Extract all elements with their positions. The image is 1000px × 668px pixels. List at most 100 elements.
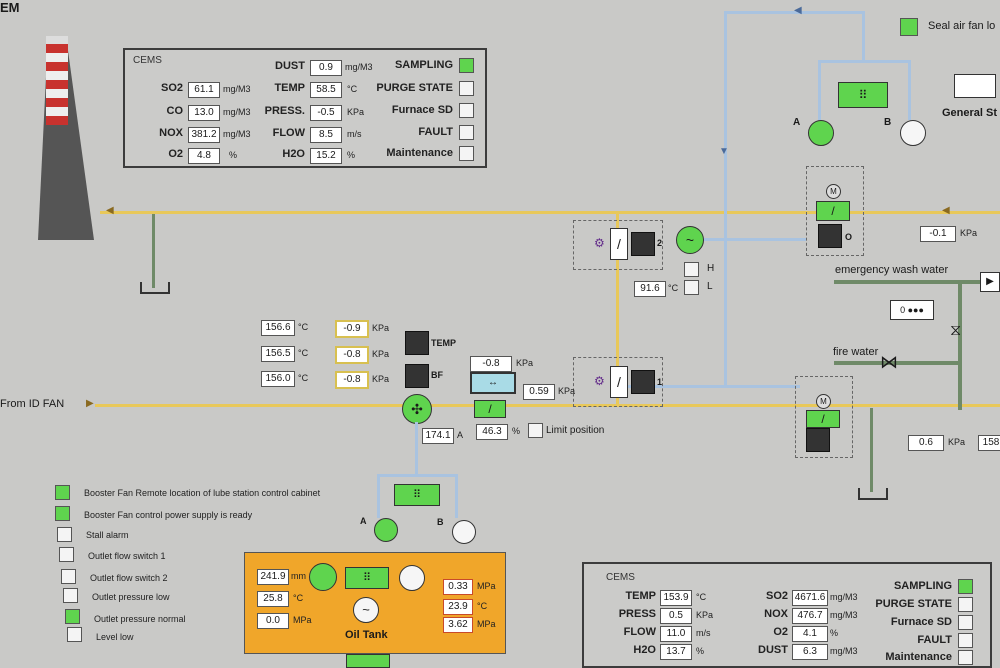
oil-r2-value: 23.9	[443, 599, 473, 615]
status-stall-indicator	[57, 527, 72, 542]
seal-heater-icon[interactable]: ~	[676, 226, 704, 254]
cems-top-so2-value: 61.1	[188, 82, 220, 98]
cems-top-maint-indicator	[459, 146, 474, 161]
hx-press-value: -0.8	[470, 356, 512, 372]
diff-press-unit: KPa	[558, 386, 576, 396]
arrow-down-icon: ▼	[719, 146, 729, 157]
wash-arrow-icon: ▶	[980, 272, 1000, 292]
status-flow1-indicator	[59, 547, 74, 562]
cems-top-nox-unit: mg/M3	[223, 129, 251, 139]
cems-bottom-so2-value: 4671.6	[792, 590, 828, 606]
cems-bottom-nox-label: NOX	[764, 608, 788, 620]
cems-top-furnace-indicator	[459, 103, 474, 118]
cems-top-o2-label: O2	[168, 148, 183, 160]
cems-bottom-o2-unit: %	[830, 628, 839, 638]
oil-controller[interactable]: ⠿	[345, 567, 389, 589]
seal-air-pipe-lower-branch	[620, 385, 800, 388]
cems-top-dust-value: 0.9	[310, 60, 342, 76]
damper-right-lower-icon[interactable]: /	[806, 410, 840, 428]
status-level-low-label: Level low	[96, 632, 134, 642]
status-press-low-label: Outlet pressure low	[92, 592, 170, 602]
lube-controller[interactable]: ⠿	[394, 484, 440, 506]
damper-o-frame	[806, 166, 864, 256]
status-remote-label: Booster Fan Remote location of lube stat…	[84, 488, 321, 498]
status-power-indicator	[55, 506, 70, 521]
seal-air-fan-a-label: A	[793, 117, 801, 128]
cems-bottom-o2-value: 4.1	[792, 626, 828, 642]
seal-air-pipe-fan-loop	[818, 60, 910, 63]
cems-top-temp-unit: °C	[347, 84, 358, 94]
oil-pump-b-icon[interactable]	[399, 565, 425, 591]
press-3-unit: KPa	[372, 374, 390, 384]
cems-top-h2o-label: H2O	[282, 148, 305, 160]
wash-valve-icon[interactable]: ⧖	[950, 322, 962, 339]
seal-air-fan-b-label: B	[884, 117, 892, 128]
oil-tank-title: Oil Tank	[345, 629, 388, 641]
cems-bottom-h2o-unit: %	[696, 646, 705, 656]
press-3-value: -0.8	[335, 371, 369, 389]
seal-air-pipe-upper-branch	[696, 238, 806, 241]
bypass-vertical-pipe	[616, 214, 619, 404]
cems-top-h2o-value: 15.2	[310, 148, 342, 164]
cems-bottom-temp-value: 153.9	[660, 590, 692, 606]
cems-top-o2-unit: %	[229, 150, 238, 160]
oil-press-value: 0.0	[257, 613, 289, 629]
cems-top-maint-label: Maintenance	[386, 147, 453, 159]
temp-3-unit: °C	[298, 373, 309, 383]
seal-air-pipe-fan-a	[818, 60, 821, 120]
oil-heater-icon[interactable]: ~	[353, 597, 379, 623]
cems-bottom-purge-indicator	[958, 597, 973, 612]
press-right-edge-value: 158	[978, 435, 1000, 451]
oil-pump-icon[interactable]	[309, 563, 337, 591]
cems-bottom-maint-indicator	[958, 650, 973, 665]
cems-top-co-unit: mg/M3	[223, 107, 251, 117]
seal-air-fan-controller[interactable]: ⠿	[838, 82, 888, 108]
damper-2-icon[interactable]: /	[610, 228, 628, 260]
oil-r3-unit: MPa	[477, 619, 496, 629]
status-level-low-indicator	[67, 627, 82, 642]
general-status-icon[interactable]	[954, 74, 996, 98]
temp-alarm-label: TEMP	[431, 338, 457, 348]
booster-damper-unit: %	[512, 426, 521, 436]
cems-bottom-dust-unit: mg/M3	[830, 646, 858, 656]
cems-bottom-purge-label: PURGE STATE	[875, 598, 952, 610]
chimney-icon	[38, 36, 94, 240]
damper-1-icon[interactable]: /	[610, 366, 628, 398]
oil-press-unit: MPa	[293, 615, 312, 625]
fire-water-label: fire water	[833, 346, 879, 358]
cems-top-so2-unit: mg/M3	[223, 84, 251, 94]
cems-top-title: CEMS	[133, 55, 162, 66]
oil-r1-unit: MPa	[477, 581, 496, 591]
cems-bottom-flow-label: FLOW	[623, 626, 656, 638]
cems-bottom-dust-value: 6.3	[792, 644, 828, 660]
cems-top-h2o-unit: %	[347, 150, 356, 160]
booster-damper-icon[interactable]: /	[474, 400, 506, 418]
booster-fan-icon[interactable]: ✣	[402, 394, 432, 424]
seal-air-pipe-fan-b	[908, 60, 911, 120]
cems-bottom-nox-value: 476.7	[792, 608, 828, 624]
fire-water-pipe	[834, 361, 960, 365]
wash-controller-icon[interactable]: 0 ●●●	[890, 300, 934, 320]
cems-top-press-value: -0.5	[310, 105, 342, 121]
drain-pipe-left	[152, 214, 155, 288]
lube-pump-b-icon[interactable]	[452, 520, 476, 544]
level-h-label: H	[707, 263, 715, 274]
seal-air-fan-b-icon[interactable]	[900, 120, 926, 146]
level-h-indicator	[684, 262, 699, 277]
seal-air-fan-a-icon[interactable]	[808, 120, 834, 146]
booster-damper-position: 46.3	[476, 424, 508, 440]
from-id-fan-label: From ID FAN	[0, 398, 65, 410]
heat-exchanger-icon[interactable]: ↔	[470, 372, 516, 394]
temp-right-unit: °C	[668, 283, 679, 293]
cems-top-nox-label: NOX	[159, 127, 183, 139]
cems-bottom-h2o-value: 13.7	[660, 644, 692, 660]
lube-pipe-a	[377, 474, 380, 518]
damper-o-icon[interactable]: /	[816, 201, 850, 221]
cems-bottom-furnace-indicator	[958, 615, 973, 630]
lube-pump-a-icon[interactable]	[374, 518, 398, 542]
cems-top-dust-unit: mg/M3	[345, 62, 373, 72]
fire-water-valve-icon[interactable]: ⋈	[880, 352, 898, 372]
limit-position-indicator	[528, 423, 543, 438]
arrow-left-icon: ◀	[942, 205, 950, 216]
wash-water-pipe	[834, 280, 1000, 284]
